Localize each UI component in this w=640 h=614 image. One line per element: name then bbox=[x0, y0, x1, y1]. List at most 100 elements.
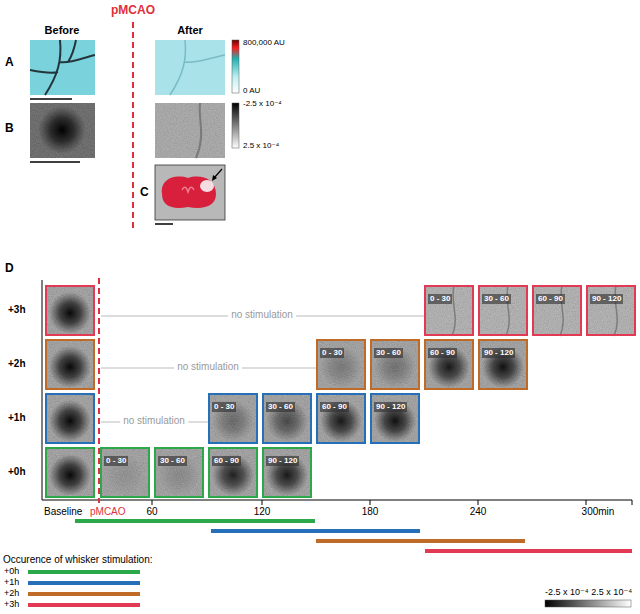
color-bar bbox=[545, 600, 631, 607]
axis-ticks bbox=[152, 500, 632, 505]
image-grain bbox=[45, 339, 95, 390]
time-window-tile: 30 - 60 bbox=[478, 285, 528, 336]
vessel bbox=[196, 103, 201, 158]
time-window-tile: 0 - 30 bbox=[100, 447, 150, 498]
time-window-tile: 60 - 90 bbox=[208, 447, 258, 498]
activation-blob bbox=[482, 346, 524, 388]
figure-label: Baseline bbox=[44, 506, 82, 518]
image-grain bbox=[45, 285, 95, 336]
activation-blob bbox=[212, 454, 254, 496]
stimulation-bar bbox=[75, 519, 315, 523]
image-grain bbox=[478, 285, 528, 336]
activation-blob bbox=[266, 454, 308, 496]
figure-label: Before bbox=[45, 24, 80, 37]
vessel bbox=[614, 285, 617, 336]
tile-border bbox=[46, 340, 94, 389]
legend-text: +2h bbox=[4, 588, 19, 598]
stimulation-bar bbox=[316, 539, 525, 543]
time-window-label: 30 - 60 bbox=[158, 456, 187, 466]
ios-tile bbox=[262, 393, 312, 444]
ios-tile bbox=[45, 285, 95, 336]
ios-tile bbox=[262, 447, 312, 498]
figure-label: -2.5 x 10⁻⁴ bbox=[545, 587, 589, 597]
figure-label: 800,000 AU bbox=[243, 38, 285, 47]
time-window-label: 0 - 30 bbox=[212, 402, 236, 412]
figure-label: D bbox=[5, 262, 14, 276]
image-grain bbox=[316, 393, 366, 444]
figure-label: 120 bbox=[254, 506, 271, 518]
arrow bbox=[214, 169, 222, 178]
time-window-label: 90 - 120 bbox=[374, 402, 407, 412]
tile-border bbox=[46, 286, 94, 335]
figure-label: 2.5 x 10⁻⁴ bbox=[591, 587, 632, 597]
ios-tile bbox=[532, 285, 582, 336]
time-window-label: 0 - 30 bbox=[428, 294, 452, 304]
ios-image bbox=[30, 103, 95, 158]
time-window-tile: 0 - 30 bbox=[208, 393, 258, 444]
vessel bbox=[30, 40, 95, 95]
image-grain bbox=[532, 285, 582, 336]
legend-swatch bbox=[28, 603, 140, 607]
activation-blob bbox=[374, 400, 416, 442]
color-bar bbox=[232, 103, 239, 148]
image-grain bbox=[370, 393, 420, 444]
activation-blob bbox=[49, 346, 91, 388]
image-grain bbox=[45, 393, 95, 444]
time-window-label: 90 - 120 bbox=[590, 294, 623, 304]
time-window-tile: 0 - 30 bbox=[316, 339, 366, 390]
activation-blob bbox=[374, 346, 416, 388]
image-grain bbox=[424, 285, 474, 336]
time-window-label: 30 - 60 bbox=[266, 402, 295, 412]
ios-tile bbox=[154, 447, 204, 498]
activation-blob bbox=[428, 346, 470, 388]
legend-text: +0h bbox=[4, 566, 19, 576]
time-window-label: 30 - 60 bbox=[374, 348, 403, 358]
image-grain bbox=[478, 339, 528, 390]
pmcao-line bbox=[132, 22, 134, 232]
ventricle bbox=[182, 187, 194, 192]
ios-tile bbox=[316, 393, 366, 444]
time-window-tile: 90 - 120 bbox=[586, 285, 636, 336]
figure-label: +2h bbox=[8, 358, 26, 370]
brain-slice bbox=[162, 177, 216, 208]
figure-label: pMCAO bbox=[111, 4, 155, 18]
figure-label: +0h bbox=[8, 466, 26, 478]
image-grain bbox=[100, 447, 150, 498]
activation-blob bbox=[49, 454, 91, 496]
scale-bar bbox=[30, 161, 80, 163]
image-grain bbox=[154, 447, 204, 498]
figure-label: 60 bbox=[146, 506, 157, 518]
figure-label: 2.5 x 10⁻⁴ bbox=[243, 141, 279, 150]
time-window-label: 90 - 120 bbox=[266, 456, 299, 466]
activation-blob bbox=[49, 400, 91, 442]
time-window-label: 60 - 90 bbox=[536, 294, 565, 304]
time-window-label: 30 - 60 bbox=[482, 294, 511, 304]
stimulation-bar bbox=[211, 529, 420, 533]
time-window-tile: 30 - 60 bbox=[154, 447, 204, 498]
axis bbox=[42, 500, 632, 501]
vessel bbox=[560, 285, 563, 336]
vessel bbox=[170, 40, 225, 95]
vessel bbox=[452, 285, 455, 336]
time-window-tile: 90 - 120 bbox=[370, 393, 420, 444]
ios-tile bbox=[208, 393, 258, 444]
stimulation-bar bbox=[425, 549, 632, 553]
tile-border bbox=[46, 394, 94, 443]
color-bar bbox=[232, 40, 239, 93]
ios-tile bbox=[45, 339, 95, 390]
time-window-label: 60 - 90 bbox=[320, 402, 349, 412]
time-window-label: 60 - 90 bbox=[428, 348, 457, 358]
image-grain bbox=[208, 393, 258, 444]
legend-text: +3h bbox=[4, 599, 19, 609]
ios-image bbox=[155, 103, 225, 158]
activation-blob bbox=[38, 106, 86, 154]
blood-flow-image bbox=[30, 40, 95, 95]
activation-blob bbox=[158, 454, 200, 496]
ios-tile bbox=[100, 447, 150, 498]
figure-label: 180 bbox=[362, 506, 379, 518]
time-window-label: 0 - 30 bbox=[104, 456, 128, 466]
image-grain bbox=[370, 339, 420, 390]
image-grain bbox=[586, 285, 636, 336]
time-window-label: 0 - 30 bbox=[320, 348, 344, 358]
